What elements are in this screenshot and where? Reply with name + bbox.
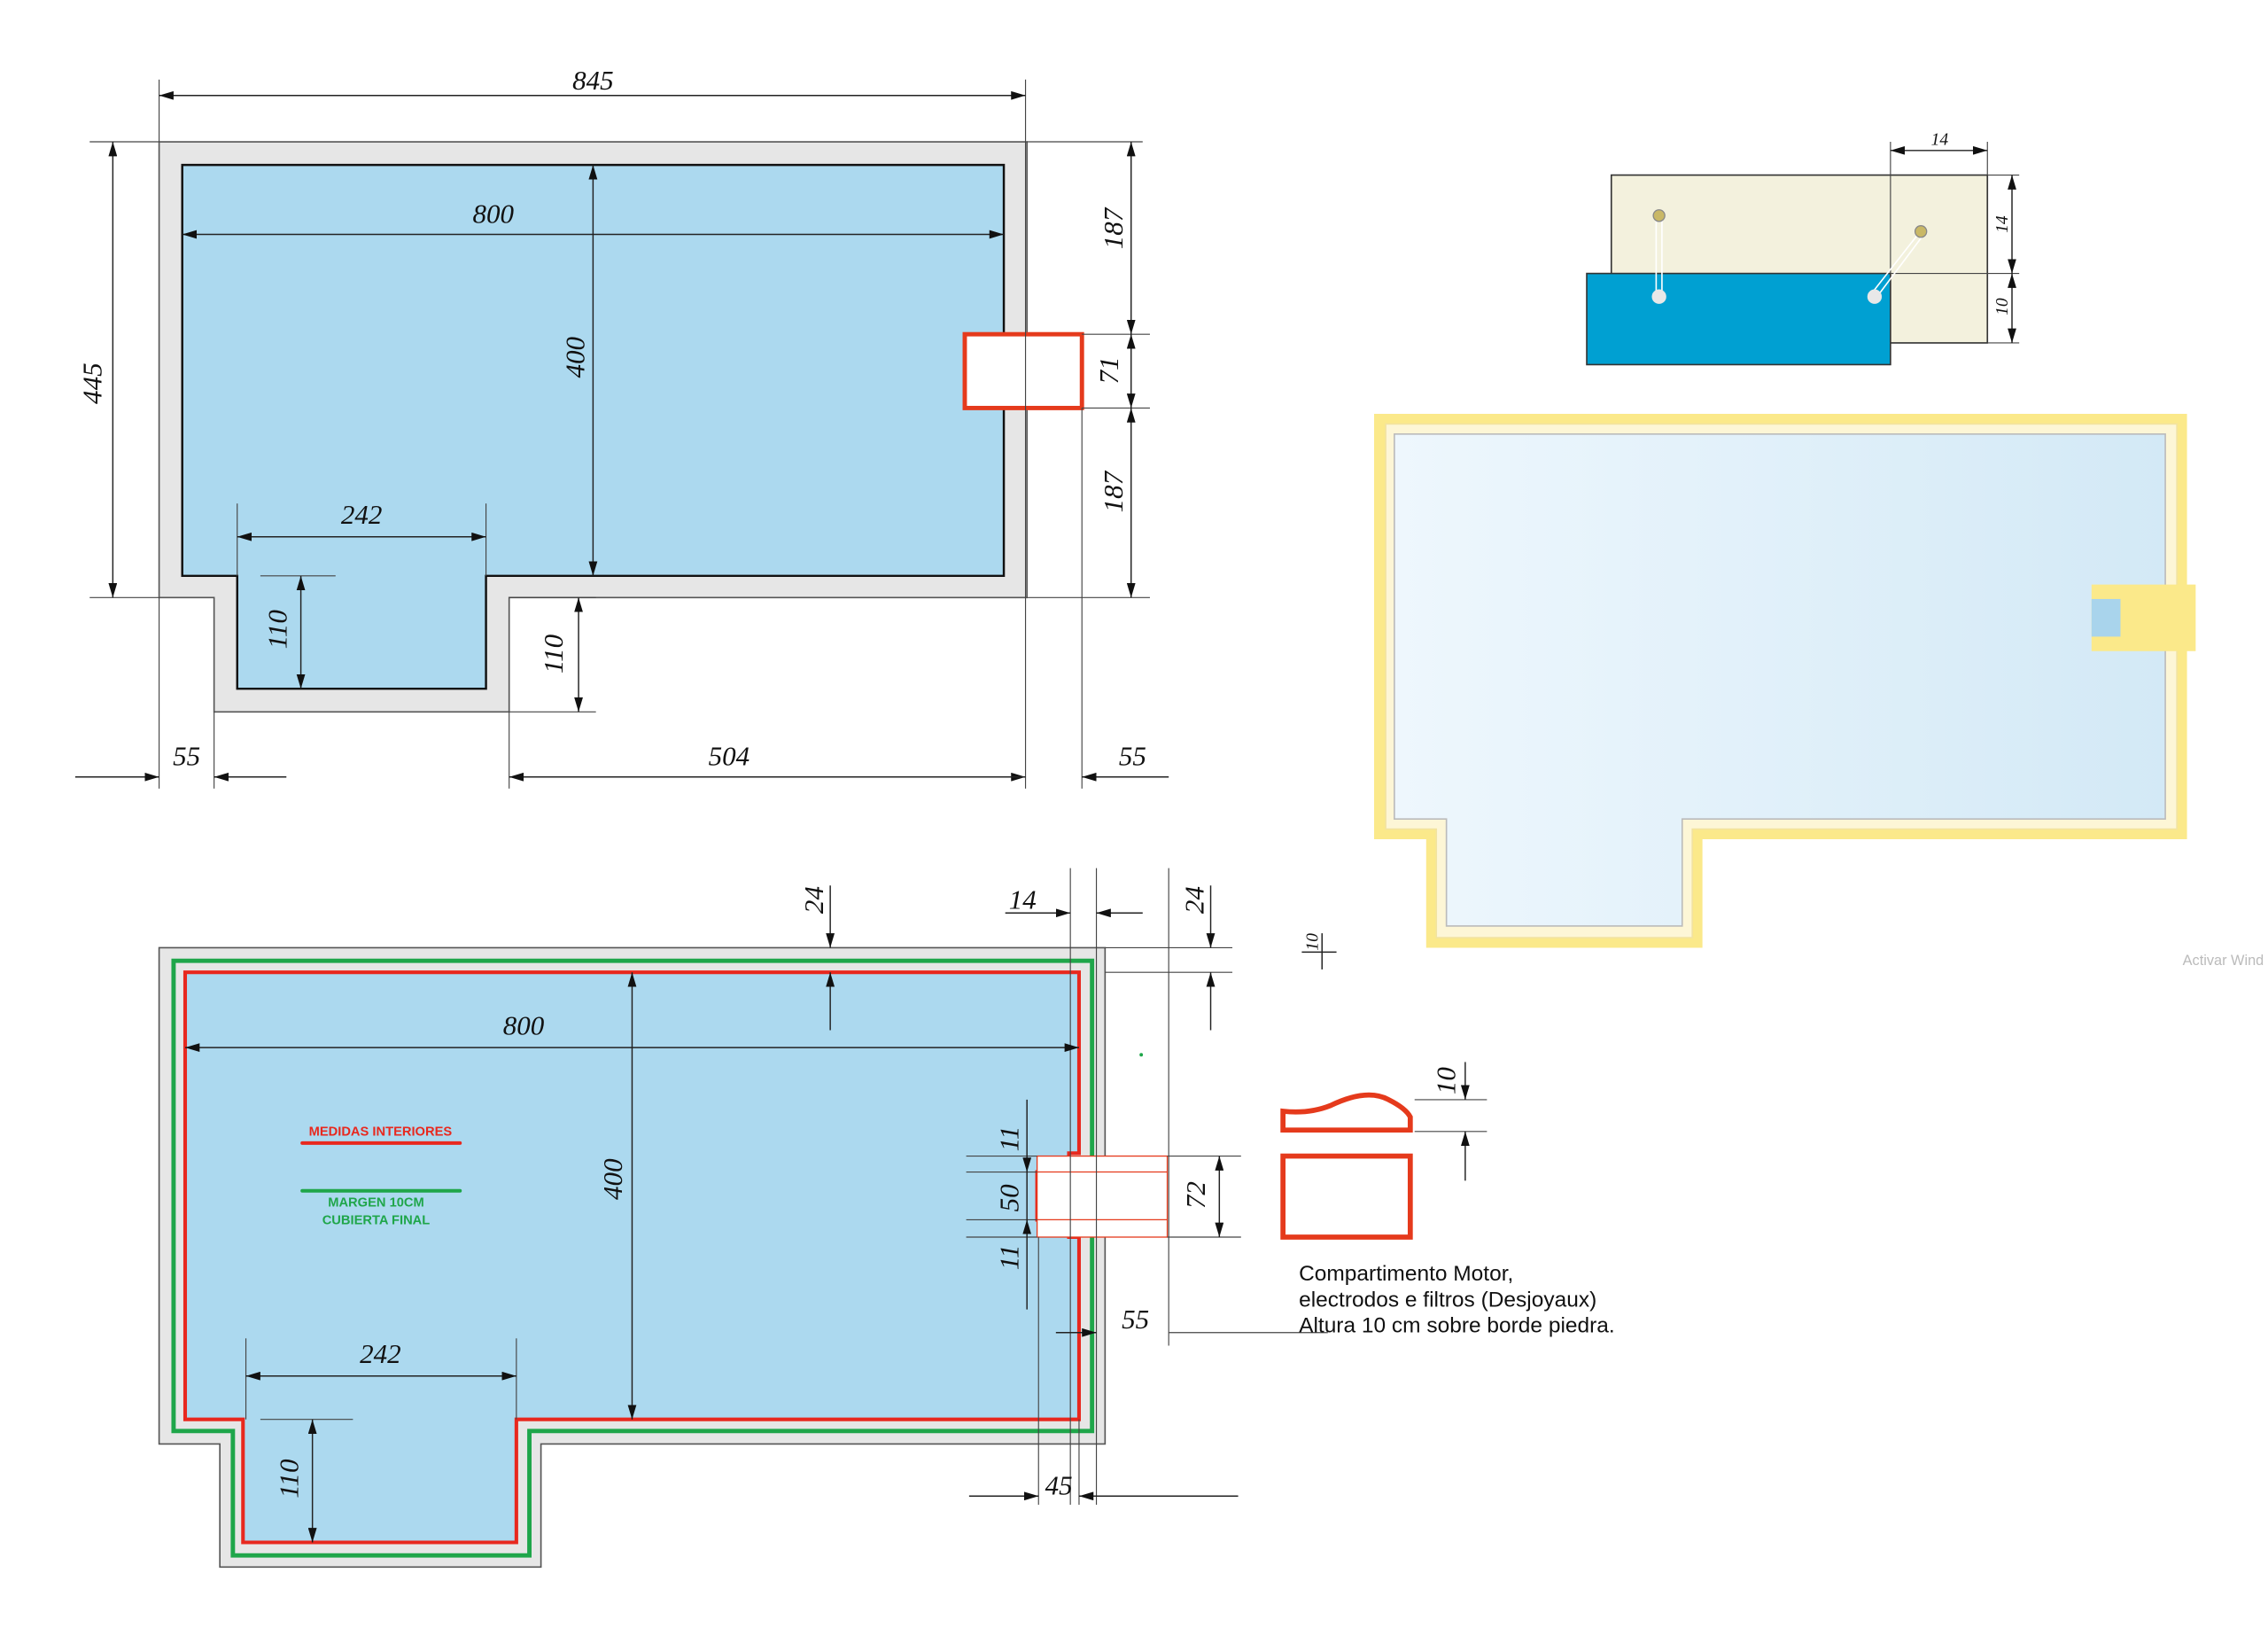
dim-box-height: 72	[1180, 1181, 1211, 1209]
dim-inner-width: 800	[503, 1009, 545, 1040]
dim-step-depth-left: 110	[261, 610, 292, 650]
motor-compartment	[962, 331, 1084, 410]
dim-notch-mid: 50	[993, 1184, 1024, 1212]
dim-right-margin: 24	[1178, 886, 1209, 914]
plan-top: 845 800 400 445 187 71 187 242 110 110 5…	[74, 65, 1169, 789]
dim-bottom-right: 55	[1119, 741, 1146, 772]
dim-step-width: 242	[360, 1338, 401, 1369]
motor-box-plan	[1036, 1155, 1169, 1238]
dim-small-10: 10	[1303, 933, 1322, 951]
rod-icon	[1655, 216, 1925, 299]
dim-step-width: 242	[341, 499, 383, 530]
dim-inner-depth: 400	[560, 337, 591, 378]
watermark: Activar Wind	[2183, 953, 2264, 969]
dim-detail-upper: 14	[1993, 215, 2012, 233]
dim-side-55: 55	[1122, 1304, 1149, 1335]
dim-right-offset: 14	[1009, 884, 1037, 915]
blue-block	[1586, 272, 1891, 366]
dim-step-depth: 110	[273, 1459, 304, 1499]
dim-side-45: 45	[1045, 1470, 1073, 1501]
dim-bottom-mid: 504	[709, 741, 750, 772]
dim-notch-bottom: 11	[993, 1244, 1024, 1270]
plan-bottom: 800 400 242 110 24 14 24 11 50 11 72 55 …	[158, 868, 1337, 1569]
motor-body	[1280, 1153, 1413, 1240]
motor-side-view: 10 Compartimento Motor, electrodos e fil…	[1280, 1062, 1615, 1338]
dim-detail-lower: 10	[1993, 298, 2012, 315]
dim-right-bottom: 187	[1098, 470, 1129, 512]
dim-inner-width: 800	[472, 198, 514, 229]
pool-render: Activar Wind	[1374, 413, 2264, 969]
dim-total-depth: 445	[76, 362, 107, 404]
legend-cover: CUBIERTA FINAL	[322, 1213, 431, 1227]
dim-step-depth-right: 110	[538, 634, 569, 673]
motor-caption-1: Compartimento Motor,	[1299, 1262, 1513, 1286]
legend: MEDIDAS INTERIORES MARGEN 10CM CUBIERTA …	[300, 1125, 462, 1227]
motor-caption-3: Altura 10 cm sobre borde piedra.	[1299, 1314, 1615, 1338]
motor-lid	[1280, 1092, 1413, 1133]
motor-caption-2: electrodos e filtros (Desjoyaux)	[1299, 1288, 1596, 1312]
legend-margin: MARGEN 10CM	[328, 1196, 424, 1211]
green-margin-line	[171, 958, 1095, 1558]
dim-top-margin: 24	[798, 886, 829, 914]
dim-notch-top: 11	[993, 1126, 1024, 1152]
dim-inner-depth: 400	[597, 1158, 628, 1200]
dim-right-mid: 71	[1093, 356, 1124, 384]
dim-right-top: 187	[1098, 206, 1129, 249]
dim-motor-height: 10	[1430, 1067, 1461, 1095]
dim-total-width: 845	[572, 65, 614, 96]
legend-interior: MEDIDAS INTERIORES	[309, 1125, 453, 1140]
render-water	[1394, 433, 2166, 927]
dim-bottom-left: 55	[173, 741, 200, 772]
motor-detail: 14 14 10	[1586, 130, 2020, 366]
dim-detail-width: 14	[1931, 130, 1949, 149]
